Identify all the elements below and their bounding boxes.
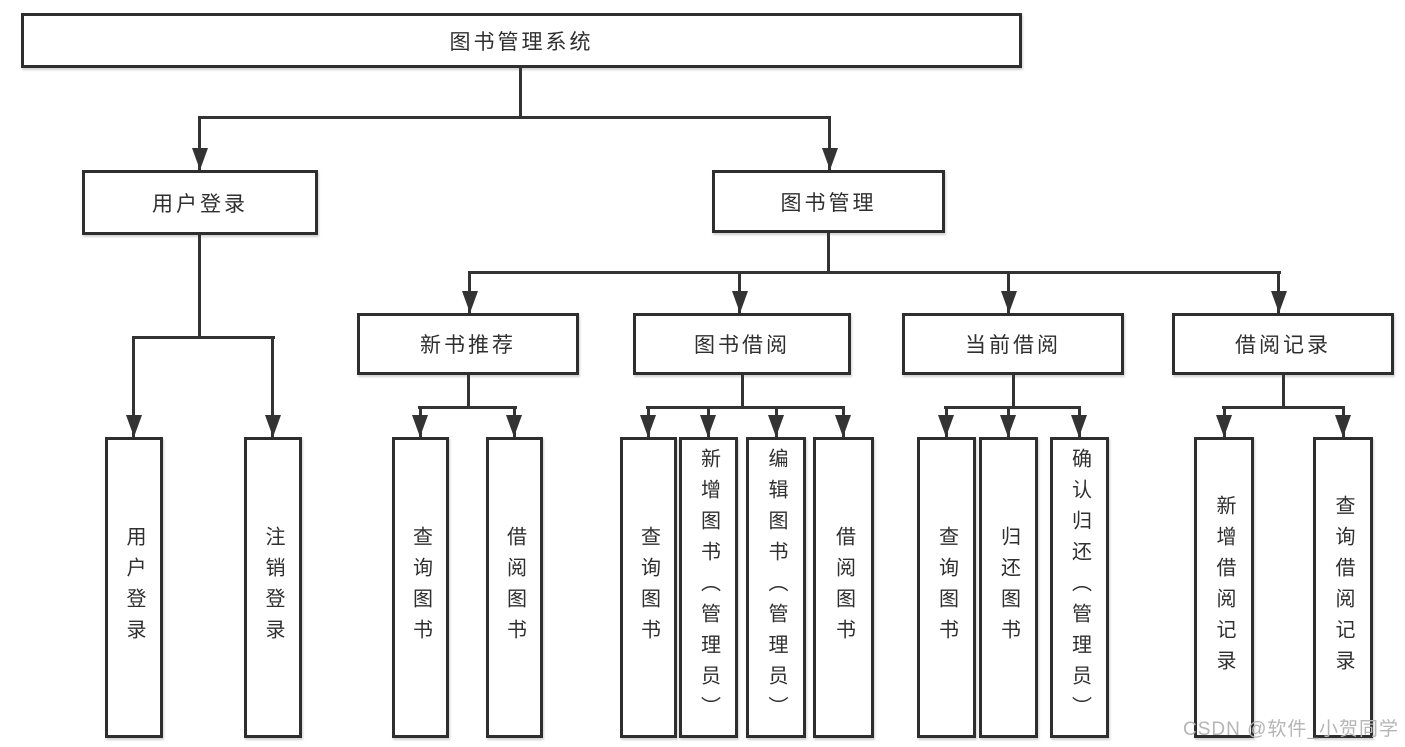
- connector-user-login-stem: [198, 235, 201, 339]
- connector-current-borrow-hbar: [944, 406, 1081, 409]
- connector-new-book-rec-stem: [467, 375, 470, 409]
- connector-to-login-leaf: [132, 336, 135, 437]
- node-leaf-bb-query-books: 查询图书: [620, 437, 677, 738]
- arrowhead-bb-borrow: [835, 415, 851, 437]
- connector-to-logout-leaf: [271, 336, 274, 437]
- node-leaf-br-add-record: 新增借阅记录: [1194, 437, 1254, 738]
- arrowhead-to-book-mgmt: [822, 148, 838, 170]
- connector-to-book-mgmt: [828, 116, 831, 170]
- node-leaf-bb-add-book-admin: 新增图书（管理员）: [679, 437, 738, 738]
- connector-borrow-records-hbar: [1222, 406, 1345, 409]
- node-leaf-cb-confirm-return-admin: 确认归还（管理员）: [1050, 437, 1109, 738]
- node-root: 图书管理系统: [21, 13, 1022, 68]
- node-leaf-user-login: 用户登录: [105, 437, 163, 738]
- arrowhead-to-login-leaf: [126, 415, 142, 437]
- connector-to-user-login: [198, 116, 201, 170]
- arrowhead-to-new-book-rec: [462, 291, 478, 313]
- arrowhead-bb-query: [640, 415, 656, 437]
- arrowhead-bb-add: [700, 415, 716, 437]
- arrowhead-to-logout-leaf: [265, 415, 281, 437]
- connector-book-borrow-stem: [741, 375, 744, 409]
- connector-book-borrow-hbar: [646, 406, 844, 409]
- node-leaf-bb-edit-book-admin: 编辑图书（管理员）: [746, 437, 806, 738]
- arrowhead-rec-query: [412, 415, 428, 437]
- node-leaf-rec-borrow-books: 借阅图书: [486, 437, 543, 738]
- node-user-login: 用户登录: [82, 170, 318, 235]
- arrowhead-to-book-borrow: [732, 291, 748, 313]
- arrowhead-to-borrow-records: [1271, 291, 1287, 313]
- node-book-borrow: 图书借阅: [633, 313, 851, 375]
- node-leaf-logout: 注销登录: [244, 437, 302, 738]
- connector-root-stem: [519, 67, 522, 119]
- node-current-borrow: 当前借阅: [902, 313, 1124, 375]
- arrowhead-bb-edit: [768, 415, 784, 437]
- node-borrow-records: 借阅记录: [1172, 313, 1394, 375]
- watermark-text: CSDN @软件_小贺同学: [1183, 719, 1399, 740]
- node-leaf-cb-query-books: 查询图书: [917, 437, 976, 738]
- node-new-book-rec: 新书推荐: [357, 313, 579, 375]
- arrowhead-rec-borrow: [506, 415, 522, 437]
- arrowhead-br-add: [1216, 415, 1232, 437]
- node-leaf-br-query-record: 查询借阅记录: [1313, 437, 1373, 738]
- arrowhead-cb-return: [1000, 415, 1016, 437]
- node-leaf-cb-return-books: 归还图书: [979, 437, 1038, 738]
- connector-borrow-records-stem: [1282, 375, 1285, 409]
- arrowhead-br-query: [1335, 415, 1351, 437]
- connector-book-mgmt-hbar: [468, 271, 1281, 274]
- arrowhead-cb-confirm: [1071, 415, 1087, 437]
- connector-current-borrow-stem: [1012, 375, 1015, 409]
- arrowhead-to-current-borrow: [1001, 291, 1017, 313]
- node-leaf-bb-borrow-books: 借阅图书: [813, 437, 874, 738]
- connector-root-hbar: [198, 116, 831, 119]
- connector-user-login-hbar: [132, 336, 275, 339]
- node-leaf-rec-query-books: 查询图书: [392, 437, 449, 738]
- connector-book-mgmt-stem: [827, 233, 830, 274]
- arrowhead-cb-query: [938, 415, 954, 437]
- connector-new-book-rec-hbar: [418, 406, 517, 409]
- arrowhead-to-user-login: [192, 148, 208, 170]
- node-book-mgmt: 图书管理: [712, 170, 945, 233]
